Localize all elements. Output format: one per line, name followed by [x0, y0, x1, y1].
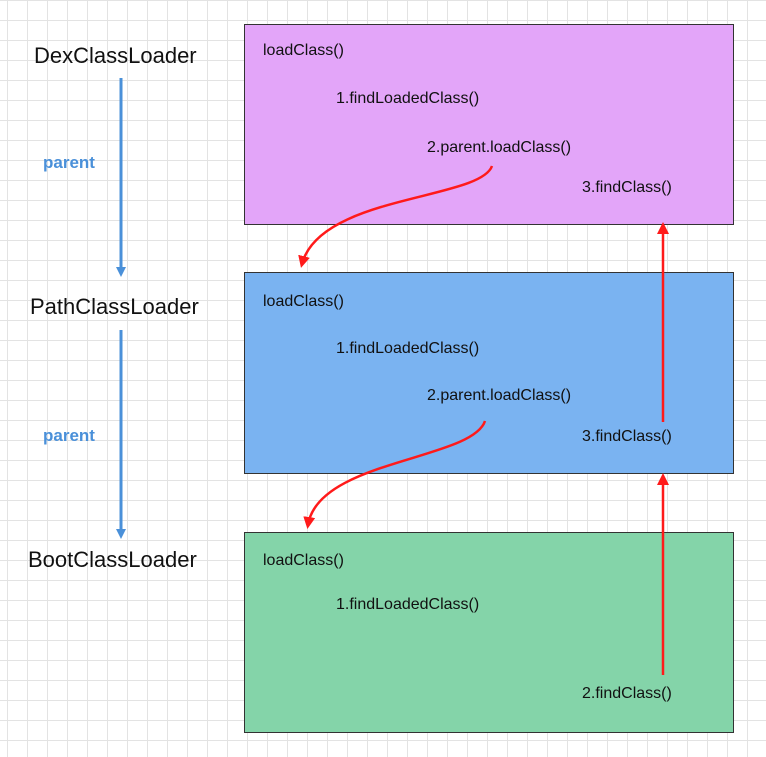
find-class-step: 3.findClass()	[582, 179, 672, 196]
path-class-loader-box: loadClass() 1.findLoadedClass() 2.parent…	[244, 272, 734, 474]
dex-class-loader-box: loadClass() 1.findLoadedClass() 2.parent…	[244, 24, 734, 225]
find-loaded-class-step: 1.findLoadedClass()	[336, 90, 480, 107]
parent-link-label: parent	[43, 153, 95, 172]
load-class-label: loadClass()	[263, 42, 344, 59]
parent-load-class-step: 2.parent.loadClass()	[427, 139, 572, 156]
loader-name-path: PathClassLoader	[30, 294, 199, 319]
find-class-step: 3.findClass()	[582, 428, 672, 445]
boot-class-loader-box: loadClass() 1.findLoadedClass() 2.findCl…	[244, 532, 734, 733]
delegate-arrow	[303, 420, 487, 529]
loader-name-boot: BootClassLoader	[28, 547, 197, 572]
load-class-label: loadClass()	[263, 293, 344, 310]
find-loaded-class-step: 1.findLoadedClass()	[336, 340, 480, 357]
delegate-arrow	[298, 165, 494, 268]
parent-load-class-step: 2.parent.loadClass()	[427, 387, 572, 404]
find-loaded-class-step: 1.findLoadedClass()	[336, 596, 480, 613]
find-class-step: 2.findClass()	[582, 685, 672, 702]
load-class-label: loadClass()	[263, 552, 344, 569]
parent-link-label: parent	[43, 426, 95, 445]
loader-name-dex: DexClassLoader	[34, 43, 197, 68]
